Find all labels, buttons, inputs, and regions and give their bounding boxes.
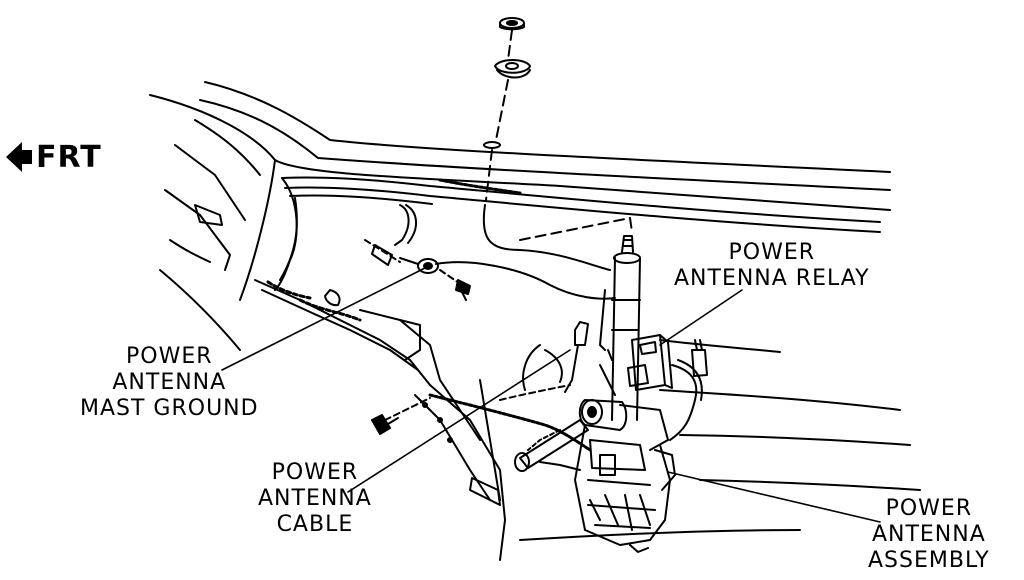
callout-line: POWER (271, 460, 359, 485)
body-panel-outline (149, 81, 891, 351)
floor-lines (519, 339, 921, 541)
ground-terminal-icon (399, 257, 439, 274)
callout-assembly: POWER ANTENNA ASSEMBLY (868, 496, 990, 574)
leader-relay (659, 289, 743, 346)
trunk-edge (254, 279, 506, 561)
ground-bolt-icon (455, 279, 471, 301)
antenna-mast-icon (599, 235, 641, 421)
relay-icon (627, 334, 673, 391)
ground-wire (435, 261, 616, 300)
callout-line: ANTENNA RELAY (674, 266, 870, 291)
bolt-line (384, 397, 431, 421)
window-channel (274, 176, 881, 291)
callout-line: CABLE (276, 512, 354, 537)
mast-nut-icon (499, 17, 525, 31)
escutcheon-icon (494, 59, 531, 79)
front-orientation-marker: FRT (4, 138, 102, 176)
mounting-bracket (499, 321, 589, 472)
mast-hole-icon (483, 141, 501, 149)
motor-centerline (519, 217, 633, 241)
leader-assembly (667, 471, 881, 523)
panel-holes (422, 402, 453, 443)
leader-mast-ground (221, 267, 426, 371)
callout-line: POWER (126, 344, 213, 369)
callout-line: ANTENNA (871, 522, 986, 547)
left-arrow-icon (6, 142, 32, 172)
callout-line: MAST GROUND (80, 396, 259, 421)
harness-icon (669, 339, 708, 441)
callout-cable: POWER ANTENNA CABLE (258, 460, 372, 538)
callout-relay: POWER ANTENNA RELAY (674, 240, 870, 292)
antenna-cable (428, 393, 592, 452)
callout-mast-ground: POWER ANTENNA MAST GROUND (80, 344, 259, 422)
mast-centerline (485, 29, 513, 201)
callout-line: POWER (728, 240, 816, 265)
callout-line: ANTENNA (258, 486, 372, 511)
leader-lines (221, 267, 881, 523)
callout-line: ASSEMBLY (868, 548, 990, 573)
motor-housing-icon (539, 399, 676, 553)
leader-cable (347, 349, 571, 493)
mounting-bolt-icon (371, 414, 399, 435)
drain-hose (482, 204, 611, 271)
ground-strap (364, 204, 417, 266)
front-label: FRT (36, 139, 102, 175)
callout-line: POWER (885, 496, 973, 521)
callout-line: ANTENNA (112, 370, 227, 395)
